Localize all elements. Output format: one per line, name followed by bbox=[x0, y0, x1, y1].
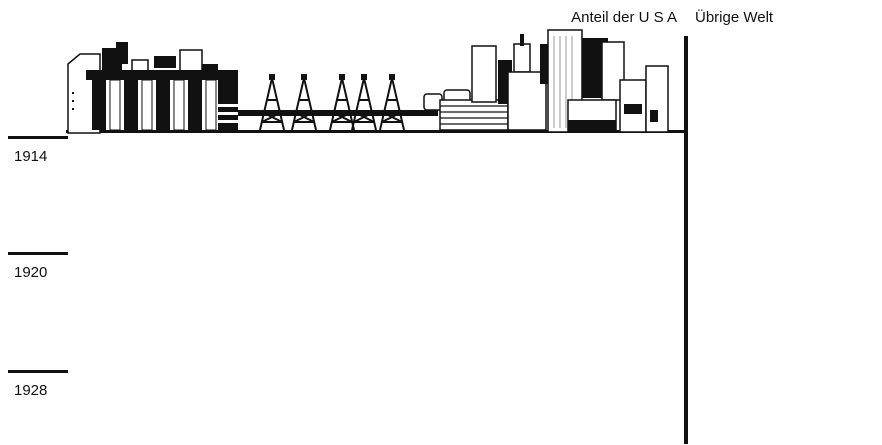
car-icon bbox=[644, 138, 684, 203]
industry-skyline-icon bbox=[8, 29, 686, 139]
year-labels: 1914 1920 1928 bbox=[8, 136, 68, 399]
car-icon bbox=[618, 374, 684, 439]
car-icon bbox=[480, 254, 546, 319]
car-icon bbox=[411, 254, 477, 319]
car-icon bbox=[342, 374, 408, 439]
car-icon bbox=[692, 254, 725, 319]
usa-share-label: Anteil der U S A bbox=[571, 9, 677, 26]
car-icon bbox=[692, 374, 758, 439]
car-icon bbox=[66, 374, 132, 439]
usa-world-divider bbox=[684, 36, 688, 444]
rest-of-world-label: Übrige Welt bbox=[695, 8, 774, 26]
car-icon bbox=[549, 374, 615, 439]
chart-marks bbox=[66, 138, 877, 439]
car-icon bbox=[411, 374, 477, 439]
year-label-1914: 1914 bbox=[14, 148, 47, 165]
car-icon bbox=[761, 374, 827, 439]
car-icon bbox=[204, 374, 270, 439]
car-icon bbox=[692, 138, 719, 203]
car-icon bbox=[273, 374, 339, 439]
car-icon bbox=[618, 254, 684, 319]
car-icon bbox=[135, 374, 201, 439]
car-icon bbox=[480, 374, 546, 439]
year-label-1928: 1928 bbox=[14, 382, 47, 399]
car-icon bbox=[549, 254, 615, 319]
car-icon bbox=[830, 374, 877, 439]
year-label-1920: 1920 bbox=[14, 264, 47, 281]
